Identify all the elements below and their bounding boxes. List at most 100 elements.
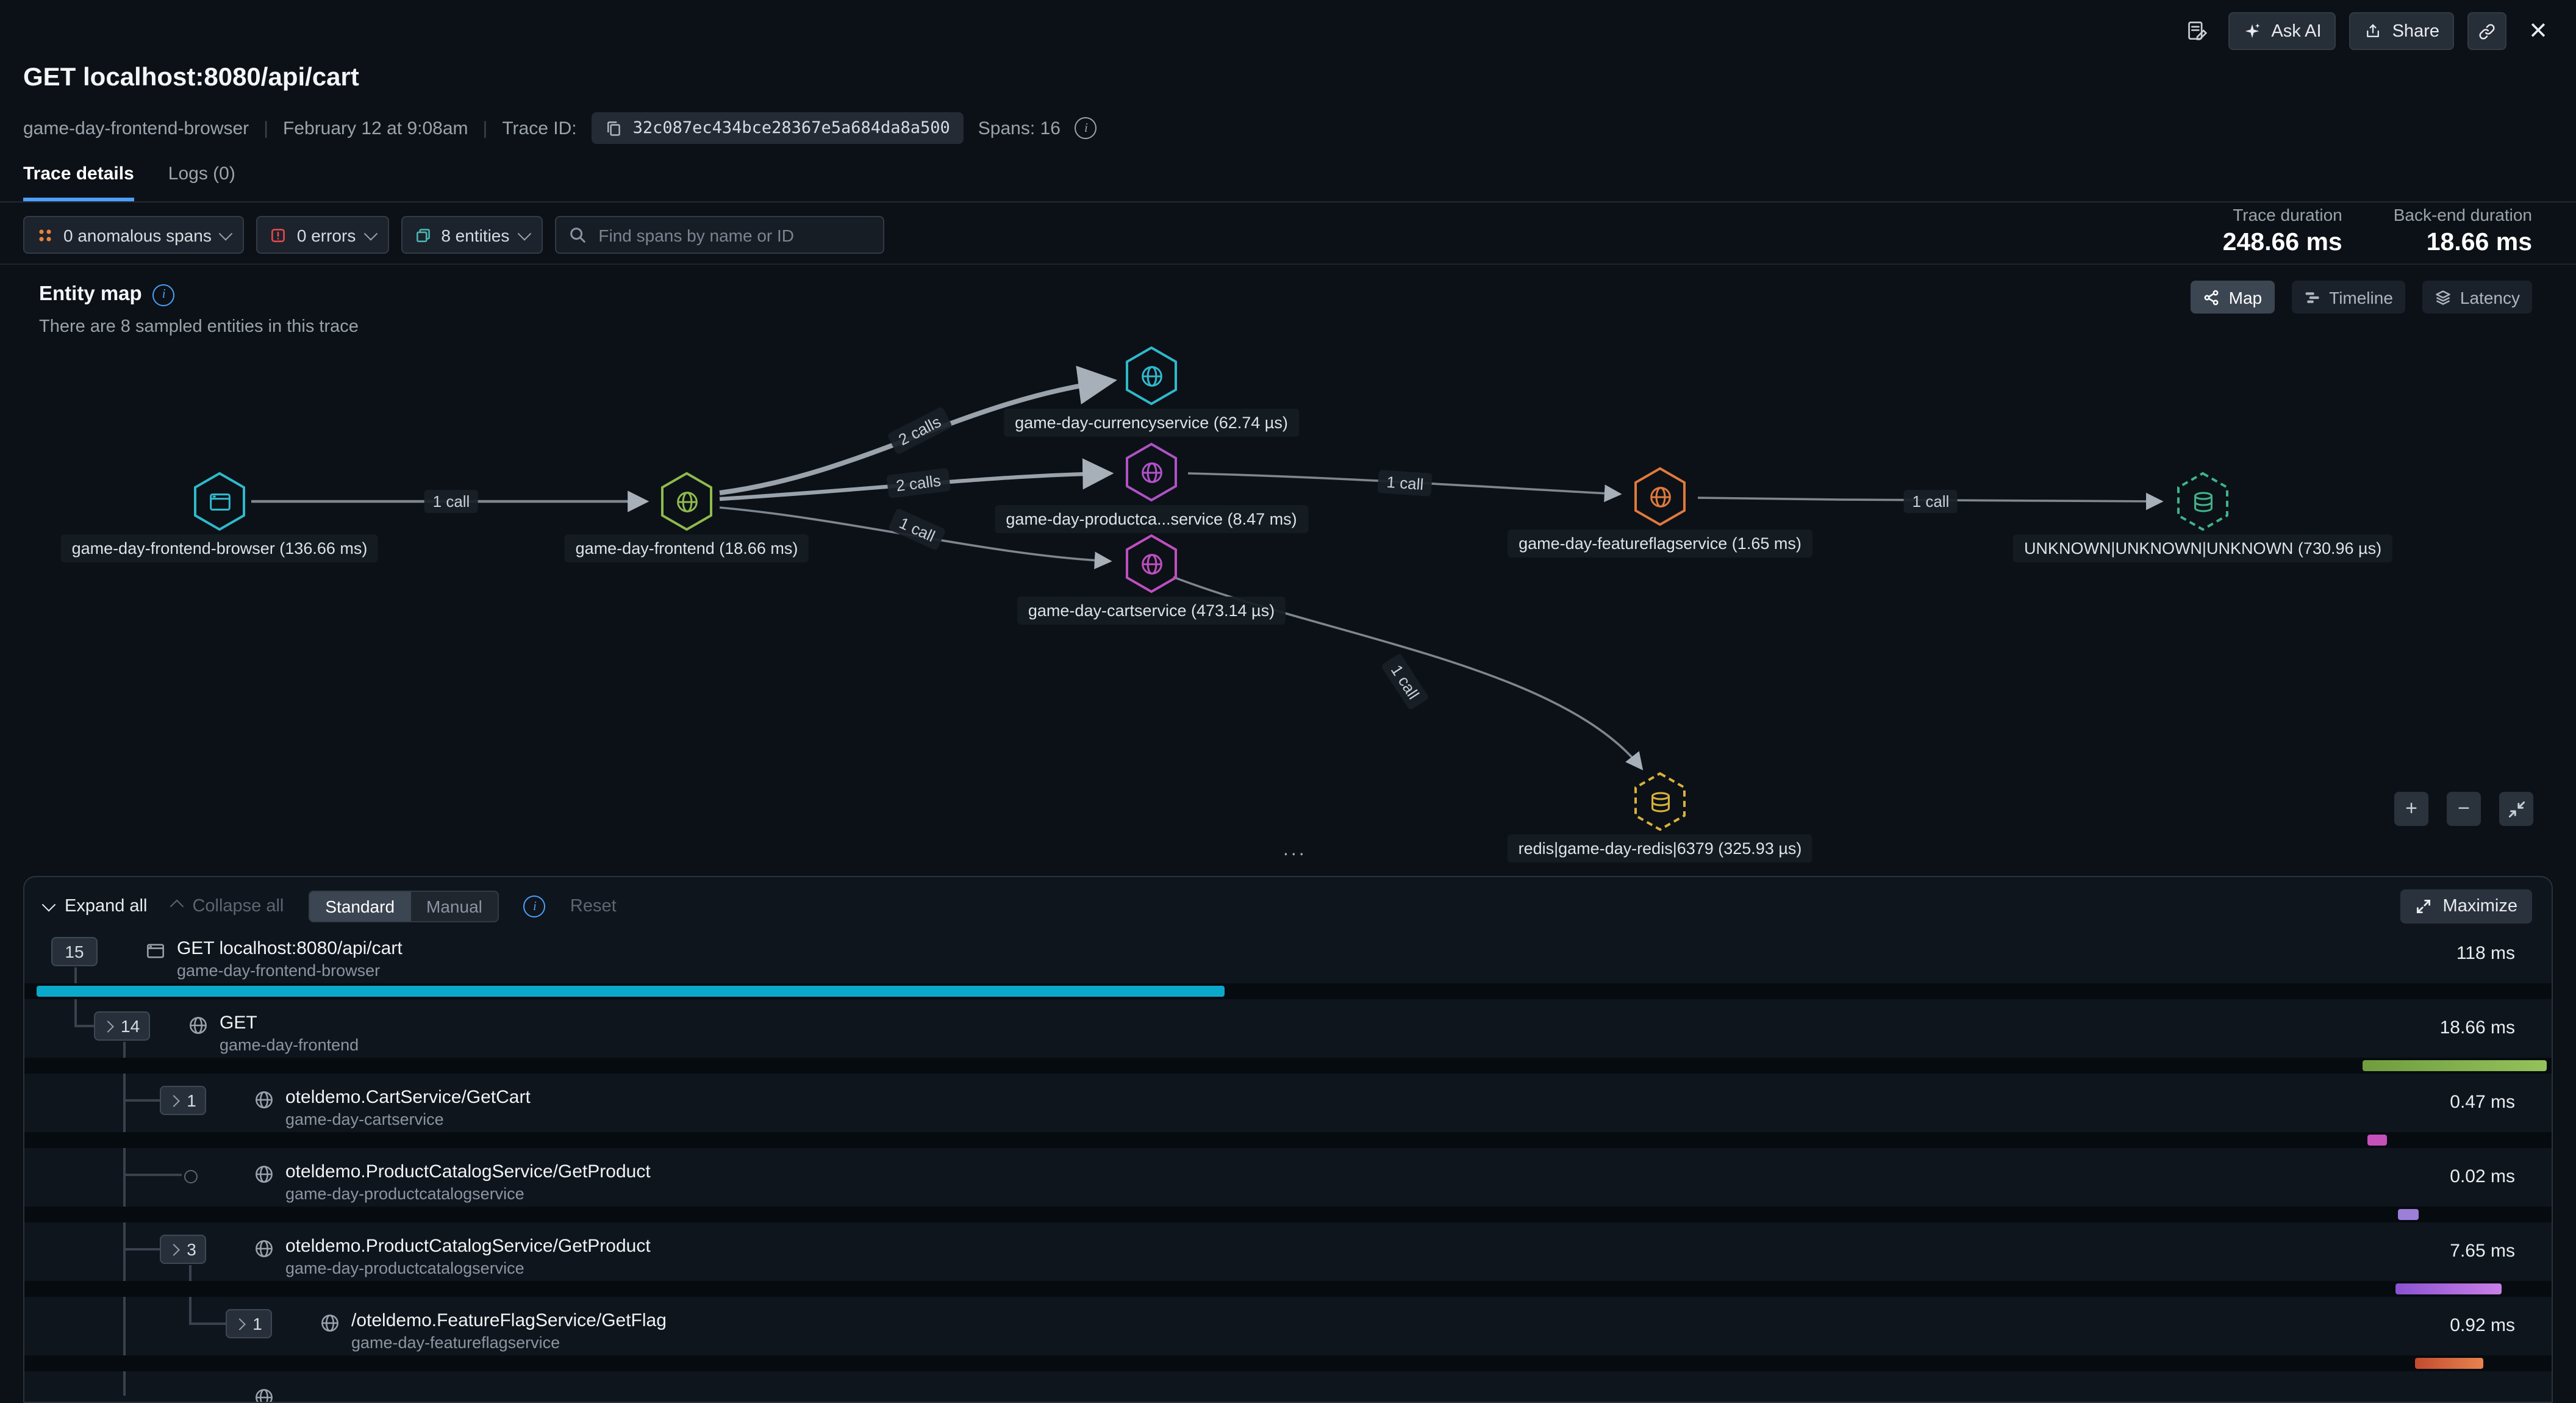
browser-icon (147, 944, 164, 958)
errors-label: 0 errors (296, 225, 356, 245)
span-duration: 18.66 ms (2439, 1017, 2515, 1038)
entity-map-subtitle: There are 8 sampled entities in this tra… (39, 317, 359, 337)
entity-map-info-icon[interactable]: i (152, 284, 175, 306)
tab-trace-details[interactable]: Trace details (23, 163, 134, 201)
map-node-unknown[interactable] (2175, 471, 2231, 532)
span-name: GET (220, 1013, 257, 1033)
chevron-right-icon (168, 1243, 181, 1255)
globe-icon (256, 1240, 273, 1257)
span-duration: 118 ms (2456, 943, 2515, 964)
trace-id-chip[interactable]: 32c087ec434bce28367e5a684da8a500 (591, 112, 964, 144)
expand-all-label: Expand all (65, 897, 148, 916)
view-latency-button[interactable]: Latency (2422, 281, 2532, 314)
mode-info-icon[interactable]: i (523, 895, 546, 917)
search-icon (568, 226, 586, 244)
edge-call-count-label: 1 call (1903, 490, 1958, 513)
tab-logs[interactable]: Logs (0) (168, 163, 235, 184)
feedback-button[interactable] (2178, 13, 2215, 49)
map-node-label-productcatalogservice: game-day-productca...service (8.47 ms) (995, 505, 1308, 533)
span-duration: 0.92 ms (2450, 1315, 2515, 1336)
map-node-label-frontend: game-day-frontend (18.66 ms) (564, 534, 809, 562)
tree-guide (123, 1248, 160, 1250)
ask-ai-button[interactable]: Ask AI (2228, 12, 2336, 50)
map-view-icon (2203, 289, 2220, 306)
edge-call-count-label: 2 calls (887, 406, 953, 456)
entities-filter[interactable]: 8 entities (401, 216, 543, 254)
globe-icon (1650, 486, 1670, 507)
map-node-label-unknown: UNKNOWN|UNKNOWN|UNKNOWN (730.96 µs) (2012, 534, 2393, 562)
duration-bar (2367, 1135, 2388, 1146)
map-node-productcatalogservice[interactable] (1123, 442, 1179, 503)
child-span-count: 1 (187, 1091, 196, 1110)
link-icon (2477, 21, 2497, 41)
duration-summary: Trace duration 248.66 ms Back-end durati… (2223, 205, 2532, 257)
anomalous-spans-filter[interactable]: 0 anomalous spans (23, 216, 245, 254)
map-node-featureflagservice[interactable] (1632, 466, 1688, 527)
map-node-frontend[interactable] (659, 471, 715, 532)
globe-icon (256, 1166, 273, 1183)
hexagon-outline (194, 472, 245, 531)
edge-call-count-label: 1 call (887, 508, 947, 551)
globe-icon (1141, 462, 1162, 483)
timeline-track (24, 1132, 2552, 1148)
span-row[interactable]: oteldemo.ProductCatalogService/GetProduc… (24, 1159, 2552, 1233)
copy-link-button[interactable] (2467, 12, 2506, 50)
edge-call-count-label: 1 call (1377, 469, 1433, 497)
chevron-down-icon (219, 226, 234, 240)
backend-duration-value: 18.66 ms (2426, 228, 2532, 256)
span-search[interactable] (554, 216, 884, 254)
expand-badge[interactable]: 15 (51, 937, 98, 966)
ask-ai-label: Ask AI (2271, 21, 2322, 41)
globe-icon (1141, 365, 1162, 386)
edge-call-count-label: 2 calls (886, 467, 951, 499)
spans-info-icon[interactable]: i (1075, 117, 1097, 139)
map-node-currencyservice[interactable] (1123, 345, 1179, 406)
expand-badge[interactable]: 3 (160, 1235, 206, 1264)
map-node-cartservice[interactable] (1123, 533, 1179, 594)
chevron-right-icon (234, 1318, 246, 1330)
expand-badge[interactable]: 14 (94, 1011, 150, 1041)
database-icon (1651, 791, 1669, 812)
chevron-right-icon (168, 1094, 181, 1107)
expand-badge[interactable]: 1 (160, 1086, 206, 1115)
errors-filter[interactable]: 0 errors (256, 216, 389, 254)
zoom-fit-button[interactable] (2499, 792, 2533, 826)
expand-badge[interactable]: 1 (226, 1309, 272, 1338)
share-icon (2364, 22, 2383, 40)
divider: | (482, 118, 488, 138)
view-map-label: Map (2228, 287, 2263, 307)
close-icon: × (2529, 13, 2547, 48)
span-duration: 7.65 ms (2450, 1241, 2515, 1261)
span-row[interactable] (24, 1382, 2552, 1402)
zoom-in-button[interactable]: + (2394, 792, 2428, 826)
span-name: GET localhost:8080/api/cart (177, 938, 402, 959)
search-input[interactable] (596, 224, 871, 246)
child-span-count: 3 (187, 1240, 196, 1259)
map-overflow-ellipsis[interactable]: ... (1283, 839, 1307, 860)
view-map-button[interactable]: Map (2191, 281, 2275, 314)
view-timeline-label: Timeline (2329, 287, 2393, 307)
expand-all-button[interactable]: Expand all (41, 897, 148, 916)
maximize-button[interactable]: Maximize (2400, 889, 2532, 924)
trace-id-label: Trace ID: (502, 118, 577, 138)
error-icon (270, 226, 287, 243)
close-button[interactable]: × (2520, 13, 2556, 49)
entity-name: game-day-frontend-browser (23, 118, 249, 138)
reset-button[interactable]: Reset (570, 897, 617, 916)
share-button[interactable]: Share (2349, 12, 2454, 50)
collapse-all-button[interactable]: Collapse all (170, 897, 284, 916)
map-node-redis[interactable] (1632, 771, 1688, 832)
duration-bar (2397, 1209, 2419, 1220)
mode-manual[interactable]: Manual (426, 897, 482, 916)
mode-standard[interactable]: Standard (309, 892, 411, 921)
map-node-frontend-browser[interactable] (191, 471, 248, 532)
zoom-out-button[interactable]: − (2447, 792, 2481, 826)
share-label: Share (2392, 21, 2439, 41)
view-timeline-button[interactable]: Timeline (2291, 281, 2405, 314)
